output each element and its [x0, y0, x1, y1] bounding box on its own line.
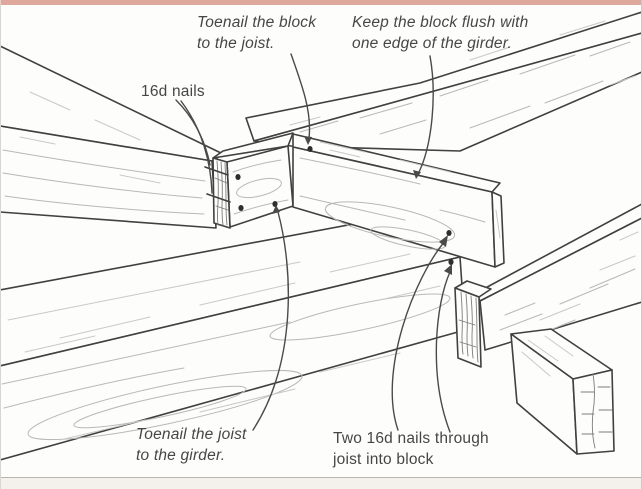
upper-girder-front-face: [253, 32, 642, 152]
label-two-16d: Two 16d nails through joist into block: [333, 428, 489, 470]
label-16d-nails: 16d nails: [141, 81, 205, 102]
center-block-top-face: [212, 132, 294, 159]
arrowhead-two-16d-a: [439, 235, 448, 247]
main-joist-end-face: [491, 191, 505, 268]
arrowhead-toenail-joist: [272, 205, 280, 214]
toenail-through-block-a: [204, 166, 229, 176]
label-16d-nails-line1: 16d nails: [141, 83, 205, 100]
arrowhead-keep-block: [413, 170, 421, 179]
arrowhead-two-16d-b: [444, 264, 452, 275]
label-toenail-block: Toenail the block to the joist.: [197, 12, 316, 54]
upper-girder-grain: [289, 20, 636, 135]
right-block: [454, 280, 492, 368]
label-two-16d-line1: Two 16d nails through: [333, 430, 489, 447]
label-keep-block-line1: Keep the block flush with: [352, 14, 529, 31]
bottom-border-line: [0, 477, 642, 478]
nail-dot-joist-end-2: [448, 259, 454, 265]
center-block-end-grain-hatch: [214, 160, 229, 226]
lower-girder-grain: [1, 253, 451, 441]
main-joist: [272, 133, 505, 268]
toenail-through-block-b: [206, 193, 231, 203]
label-keep-block-line2: one edge of the girder.: [352, 35, 513, 53]
br-joist-end-grain-hatch: [580, 373, 613, 449]
upper-left-joist-grain: [2, 91, 206, 215]
leader-two-16d-a: [391, 240, 446, 431]
top-border-bar: [0, 0, 642, 5]
upper-girder: [245, 11, 642, 152]
right-block-end-grain-hatch: [458, 291, 479, 363]
leader-16d-nails-b: [180, 100, 213, 194]
upper-left-joist: [0, 45, 224, 229]
annotation-leaders: [175, 53, 452, 433]
bottom-margin: [0, 478, 642, 489]
br-joist-end-face: [572, 369, 615, 455]
center-block: [204, 132, 294, 229]
nail-dot-block-1: [235, 174, 241, 180]
nail-dot-block-2: [238, 205, 244, 211]
arrowhead-toenail-block: [304, 136, 312, 145]
label-toenail-block-line1: Toenail the block: [197, 14, 317, 31]
center-block-grain: [232, 159, 289, 215]
label-two-16d-line2: joist into block: [333, 451, 434, 469]
main-joist-grain: [299, 141, 501, 250]
leader-keep-block: [418, 55, 434, 173]
nail-dot-joist-top: [307, 146, 313, 152]
leader-toenail-block: [290, 53, 311, 139]
label-toenail-block-line2: to the joist.: [197, 35, 275, 53]
label-toenail-joist-line1: Toenail the joist: [136, 426, 247, 443]
label-toenail-joist-line2: to the girder.: [136, 447, 226, 465]
lower-girder-right-front-face: [479, 217, 642, 351]
label-toenail-joist: Toenail the joist to the girder.: [136, 424, 247, 466]
br-joist-grain: [521, 335, 574, 377]
nail-dot-toenail-joist: [272, 201, 278, 207]
leader-two-16d-b: [435, 271, 451, 433]
bottom-right-joist-end: [510, 328, 615, 455]
right-block-end-face: [454, 287, 482, 368]
center-block-front-face: [226, 145, 294, 228]
nail-dot-joist-end-1: [446, 230, 452, 236]
label-keep-block: Keep the block flush with one edge of th…: [352, 12, 528, 54]
leader-toenail-joist: [252, 211, 289, 431]
